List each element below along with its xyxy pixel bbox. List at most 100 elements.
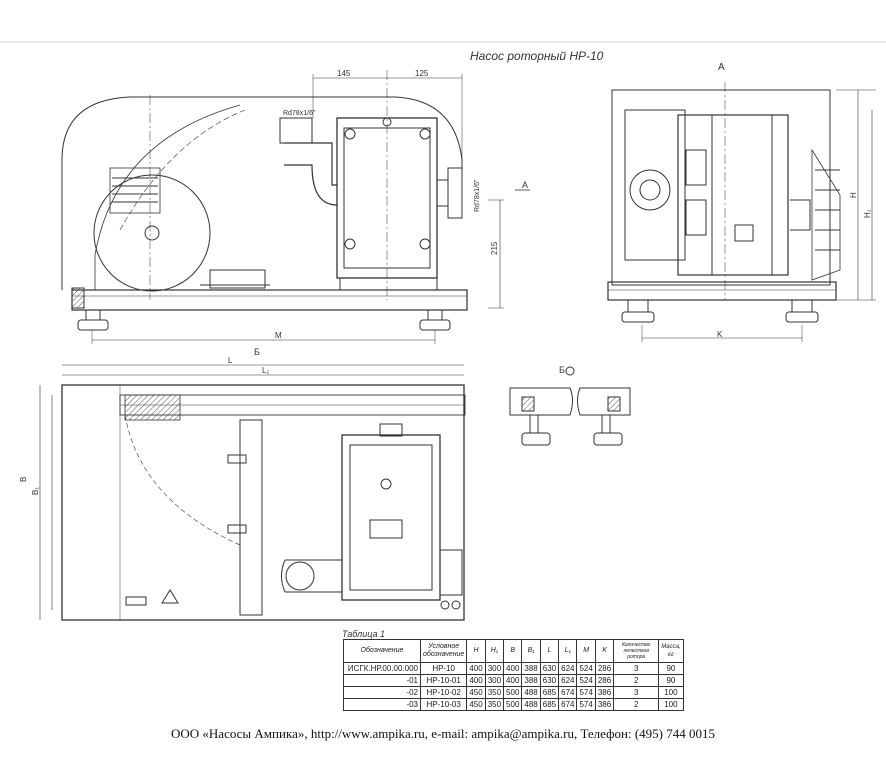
drawing-title: Насос роторный НР-10 xyxy=(470,49,604,63)
th-l: L xyxy=(539,639,560,663)
foot-right xyxy=(419,309,451,331)
table-cell: 388 xyxy=(521,674,541,687)
side-view-a xyxy=(607,82,876,342)
dim-215: 215 xyxy=(490,241,499,255)
table-cell: -02 xyxy=(343,686,421,699)
table-cell: 500 xyxy=(503,698,523,711)
table-cell: -01 xyxy=(343,674,421,687)
table-cell: 300 xyxy=(484,662,505,675)
table-cell: 674 xyxy=(558,686,578,699)
dim-b1: B₁ xyxy=(31,486,40,495)
table-cell: 630 xyxy=(539,662,560,675)
motor-pulley xyxy=(93,174,211,292)
table-cell: НР-10-03 xyxy=(419,698,468,711)
table-cell: 400 xyxy=(503,674,523,687)
inlet-pipe-top xyxy=(281,559,342,593)
table-cell: 350 xyxy=(484,698,505,711)
detail-b xyxy=(509,366,631,446)
table-cell: 2 xyxy=(613,698,660,711)
table-cell: 400 xyxy=(503,662,523,675)
dim-l: L xyxy=(228,356,233,365)
plan-view xyxy=(39,364,466,621)
spec-table: Обозначение Условное обозначение H H₁ B … xyxy=(343,639,684,711)
table-cell: 450 xyxy=(466,698,486,711)
table-cell: 624 xyxy=(558,662,578,675)
base-frame xyxy=(71,289,468,311)
front-view xyxy=(61,70,530,344)
pump-housing-top xyxy=(341,434,441,601)
table-cell: 286 xyxy=(594,674,615,687)
table-cell: 624 xyxy=(558,674,578,687)
th-k: K xyxy=(594,639,615,663)
table-cell: 524 xyxy=(576,662,596,675)
table-cell: 2 xyxy=(613,674,660,687)
footer-contact: ООО «Насосы Ампика», http://www.ampika.r… xyxy=(171,726,715,741)
foot-left xyxy=(77,309,109,331)
table-cell: 3 xyxy=(613,662,660,675)
inlet-pipe xyxy=(284,142,338,206)
th-b1: B₁ xyxy=(521,639,541,663)
table-cell: 3 xyxy=(613,686,660,699)
table-cell: 630 xyxy=(539,674,560,687)
table-cell: 286 xyxy=(594,662,615,675)
th-lobes: Количество лепестков ротора xyxy=(613,639,660,663)
th-designation: Обозначение xyxy=(343,639,421,663)
section-b-label: Б xyxy=(254,347,260,357)
belt-guard xyxy=(61,96,463,290)
thread-label-outlet: Rd78x1/6" xyxy=(474,179,481,212)
th-conventional: Условное обозначение xyxy=(419,639,468,663)
table-cell: 674 xyxy=(558,698,578,711)
table-cell: 488 xyxy=(521,686,541,699)
plan-frame xyxy=(61,384,465,621)
table-cell: 100 xyxy=(658,686,684,699)
table-cell: 350 xyxy=(484,686,505,699)
dim-b: B xyxy=(19,476,28,482)
th-m: M xyxy=(576,639,596,663)
table-cell: 386 xyxy=(594,686,615,699)
table-cell: 574 xyxy=(576,686,596,699)
table-cell: 90 xyxy=(658,674,684,687)
outlet-flange xyxy=(447,167,463,219)
table-cell: 400 xyxy=(466,674,486,687)
dim-h1: H₁ xyxy=(863,209,872,218)
th-l1: L₁ xyxy=(558,639,578,663)
dim-m: M xyxy=(275,331,282,340)
dim-h: H xyxy=(849,192,858,198)
table-cell: 685 xyxy=(539,686,560,699)
table-cell: 500 xyxy=(503,686,523,699)
th-h: H xyxy=(466,639,486,663)
table-cell: 524 xyxy=(576,674,596,687)
table-cell: 388 xyxy=(521,662,541,675)
table-header-row: Обозначение Условное обозначение H H₁ B … xyxy=(343,639,684,663)
th-b: B xyxy=(503,639,523,663)
table-cell: 300 xyxy=(484,674,505,687)
table-cell: 685 xyxy=(539,698,560,711)
th-mass: Масса, кг xyxy=(658,639,684,663)
table-cell: 90 xyxy=(658,662,684,675)
table-cell: НР-10 xyxy=(419,662,468,675)
table-cell: 488 xyxy=(521,698,541,711)
dim-145: 145 xyxy=(337,69,351,78)
table-cell: -03 xyxy=(343,698,421,711)
thread-label-inlet: Rd78x1/6" xyxy=(283,110,316,117)
table-cell: НР-10-01 xyxy=(419,674,468,687)
table-cell: ИСГК.НР.00.00.000 xyxy=(343,662,421,675)
dim-k: K xyxy=(717,330,723,339)
table-cell: НР-10-02 xyxy=(419,686,468,699)
table-cell: 386 xyxy=(594,698,615,711)
table-cell: 574 xyxy=(576,698,596,711)
table-cell: 400 xyxy=(466,662,486,675)
view-a-label: А xyxy=(718,62,725,73)
dim-l1: L₁ xyxy=(262,366,270,375)
dim-125: 125 xyxy=(415,69,429,78)
table-cell: 100 xyxy=(658,698,684,711)
table-cell: 450 xyxy=(466,686,486,699)
th-h1: H₁ xyxy=(484,639,505,663)
arrow-a-label: А xyxy=(522,180,529,190)
section-b-ref: Б xyxy=(559,365,565,375)
table-caption: Таблица 1 xyxy=(342,629,386,639)
